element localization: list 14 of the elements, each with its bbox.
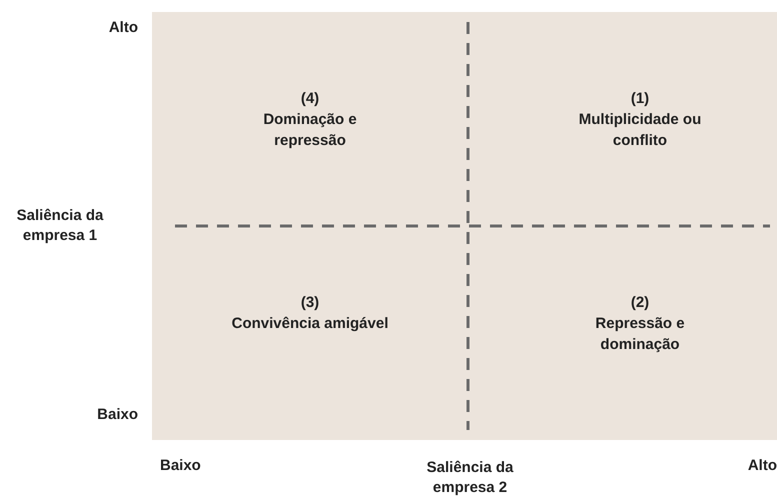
axis-tick-label: Baixo [96,405,138,425]
axis-tick-label: Baixo [160,456,202,476]
quadrant-number: (1) [630,89,650,109]
axis-tick-label: Alto [746,456,777,476]
quadrant-title: Repressão e dominação [594,314,686,355]
quadrant-number: (3) [300,293,320,313]
quadrant-title: Multiplicidade ou conflito [578,110,702,151]
quadrant-title: Convivência amigável [230,314,390,334]
quadrant-number: (2) [630,293,650,313]
quadrant-title: Dominação e repressão [262,110,358,151]
axis-tick-label: Alto [108,18,138,38]
axis-title: Saliência da empresa 2 [426,458,514,498]
quadrant-number: (4) [300,89,320,109]
axis-title: Saliência da empresa 1 [16,206,104,246]
